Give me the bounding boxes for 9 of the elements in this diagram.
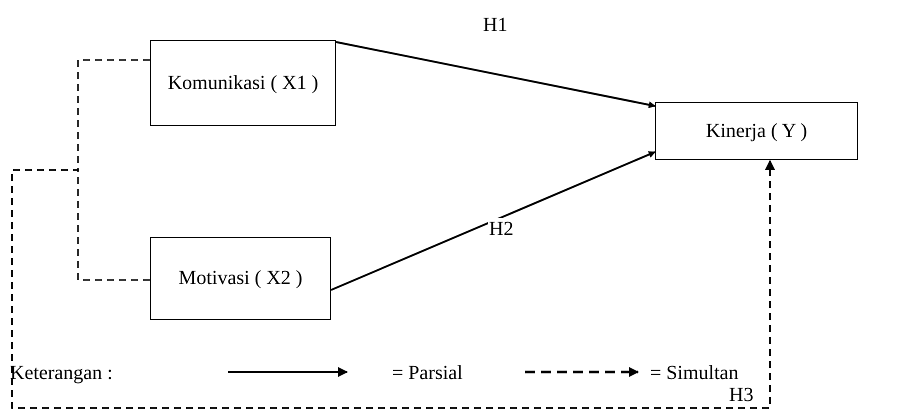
dashed-arrow: [11, 160, 775, 409]
legend-text: = Simultan: [650, 362, 739, 384]
arrow: [330, 151, 656, 291]
variable-box: Motivasi ( X2 ): [150, 237, 331, 320]
variable-box: Komunikasi ( X1 ): [150, 40, 336, 126]
legend-text: = Parsial: [392, 362, 463, 384]
legend-heading: Keterangan :: [10, 362, 113, 384]
variable-box: Kinerja ( Y ): [655, 102, 858, 160]
arrow: [336, 41, 656, 108]
